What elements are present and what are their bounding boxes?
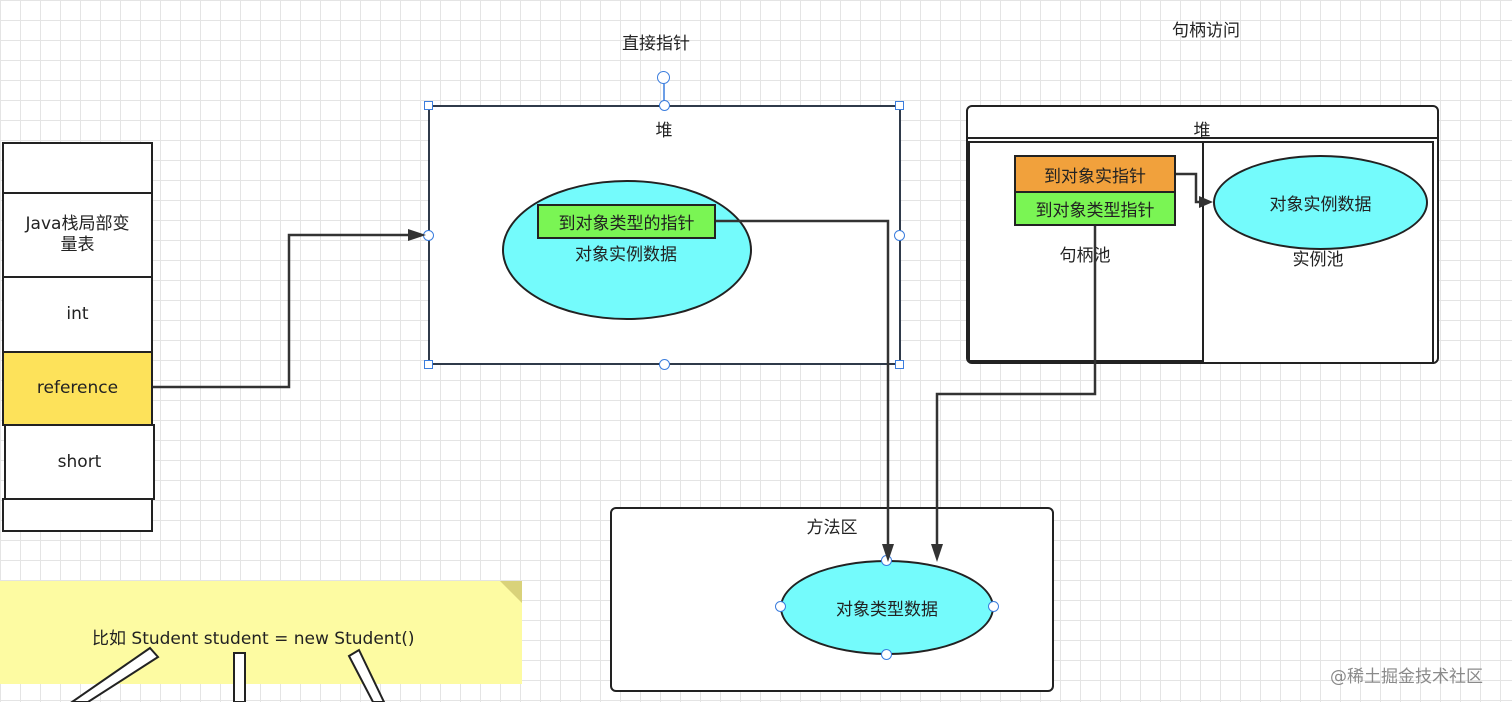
handle-heap-title: 堆 bbox=[1193, 121, 1211, 141]
stack-cell-top[interactable] bbox=[2, 142, 153, 194]
note-arrows bbox=[70, 646, 386, 702]
type-data-point-left[interactable] bbox=[775, 601, 786, 612]
connection-point-right[interactable] bbox=[894, 230, 905, 241]
direct-pointer-title: 直接指针 bbox=[622, 34, 690, 54]
direct-type-pointer-box[interactable]: 到对象类型的指针 bbox=[537, 204, 716, 239]
direct-heap-title: 堆 bbox=[655, 121, 673, 141]
resize-handle-se[interactable] bbox=[895, 360, 904, 369]
reference-to-heap-arrow[interactable] bbox=[153, 233, 418, 389]
sticky-note-fold bbox=[500, 581, 522, 603]
instance-pool-label: 实例池 bbox=[1292, 250, 1344, 270]
type-data-ellipse[interactable]: 对象类型数据 bbox=[780, 560, 994, 655]
handle-pointer-to-type-data-arrow[interactable] bbox=[935, 226, 1097, 548]
handle-access-title: 句柄访问 bbox=[1172, 21, 1240, 41]
stack-cell-local-table[interactable]: Java栈局部变 量表 bbox=[2, 192, 153, 278]
type-data-point-bottom[interactable] bbox=[881, 649, 892, 660]
sticky-note[interactable] bbox=[0, 581, 522, 684]
stack-cell-short[interactable]: short bbox=[4, 424, 155, 500]
type-data-point-right[interactable] bbox=[988, 601, 999, 612]
stack-cell-reference[interactable]: reference bbox=[2, 351, 153, 426]
method-area-title: 方法区 bbox=[806, 518, 858, 538]
direct-pointer-to-type-data-arrow[interactable] bbox=[716, 219, 890, 548]
connection-point-bottom[interactable] bbox=[659, 359, 670, 370]
stack-cell-int[interactable]: int bbox=[2, 276, 153, 353]
rotate-handle[interactable] bbox=[657, 71, 670, 84]
resize-handle-nw[interactable] bbox=[424, 101, 433, 110]
direct-instance-label: 对象实例数据 bbox=[575, 245, 677, 265]
watermark: @稀土掘金技术社区 bbox=[1330, 667, 1483, 687]
type-pointer-box[interactable]: 到对象类型指针 bbox=[1014, 191, 1176, 226]
stack-cell-bottom[interactable] bbox=[2, 498, 153, 532]
direct-instance-ellipse[interactable] bbox=[502, 180, 752, 320]
resize-handle-ne[interactable] bbox=[895, 101, 904, 110]
handle-instance-ellipse[interactable]: 对象实例数据 bbox=[1213, 155, 1428, 250]
handle-heap-title-divider bbox=[966, 137, 1439, 139]
handle-pool-label: 句柄池 bbox=[1059, 246, 1111, 266]
sticky-note-text: 比如 Student student = new Student() bbox=[92, 629, 415, 649]
resize-handle-sw[interactable] bbox=[424, 360, 433, 369]
